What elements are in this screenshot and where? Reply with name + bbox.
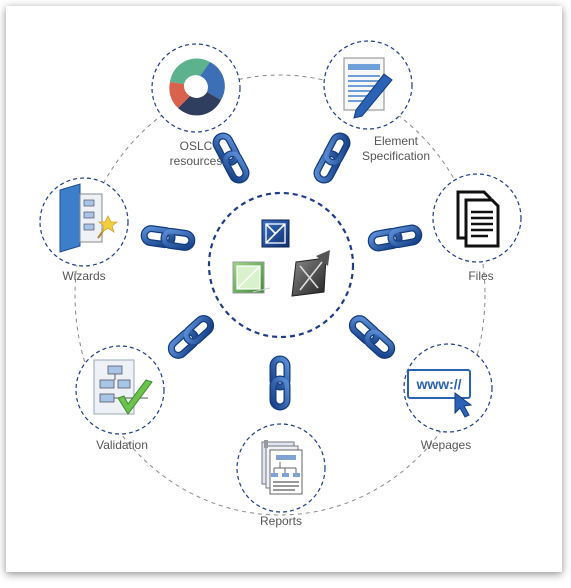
document-pen-icon [343,57,393,119]
dark-diagram-icon [291,250,330,297]
node-label-wizards: Wizards [62,269,106,283]
validation-check-icon [93,359,153,415]
wizard-book-icon [59,183,119,253]
www-cursor-icon [407,369,473,418]
outer-ring [74,74,486,516]
node-label-validation: Validation [96,438,148,452]
www-text: www:// [415,376,461,392]
modelio-blue-diagram-icon [261,219,290,248]
chain-link-validation [168,316,213,359]
chain-link-wepages [349,316,394,359]
files-icon [456,190,500,248]
node-circle-oslc [151,43,241,133]
report-pages-icon [261,440,303,495]
node-label-reports: Reports [259,514,303,528]
chain-link-wizards [143,228,192,249]
green-diagram-icon [232,261,271,294]
node-label-oslc: OSLC resources [169,139,223,168]
node-label-wepages: Wepages [420,438,472,452]
center-circle [207,191,355,339]
node-label-files: Files [468,269,494,283]
chain-link-reports [273,359,287,407]
node-label-element: Element Specification [361,134,431,163]
oslc-logo-icon [169,58,225,116]
chain-link-files [370,227,420,249]
